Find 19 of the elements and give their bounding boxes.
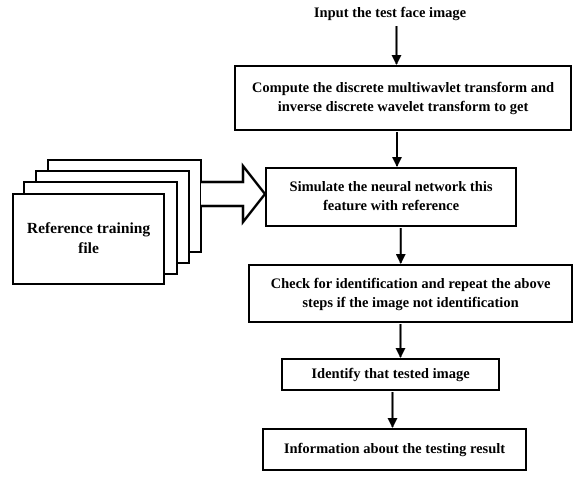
- step-text: Check for identification and repeat the above steps if the image not identification: [270, 274, 552, 312]
- arrow: [396, 228, 406, 264]
- step-label: Input the test face image: [314, 4, 466, 22]
- step-text: Reference training file: [26, 218, 152, 259]
- block-arrow: [200, 162, 267, 226]
- step-text: Simulate the neural network this feature with reference: [288, 178, 494, 216]
- arrow: [392, 132, 402, 167]
- step-text: Compute the discrete multiwavlet transform and inverse discrete wavelet transform to get: [250, 79, 556, 117]
- process-box: [262, 428, 527, 471]
- arrow: [392, 26, 402, 65]
- step-text: Identify that tested image: [310, 365, 471, 384]
- process-box: [248, 264, 573, 323]
- step-text: Information about the testing result: [282, 440, 506, 459]
- arrow: [388, 392, 398, 428]
- document-stack: [12, 193, 165, 285]
- arrow: [396, 324, 406, 358]
- process-box: [234, 65, 572, 131]
- process-box: [265, 167, 517, 227]
- process-box: [281, 358, 500, 391]
